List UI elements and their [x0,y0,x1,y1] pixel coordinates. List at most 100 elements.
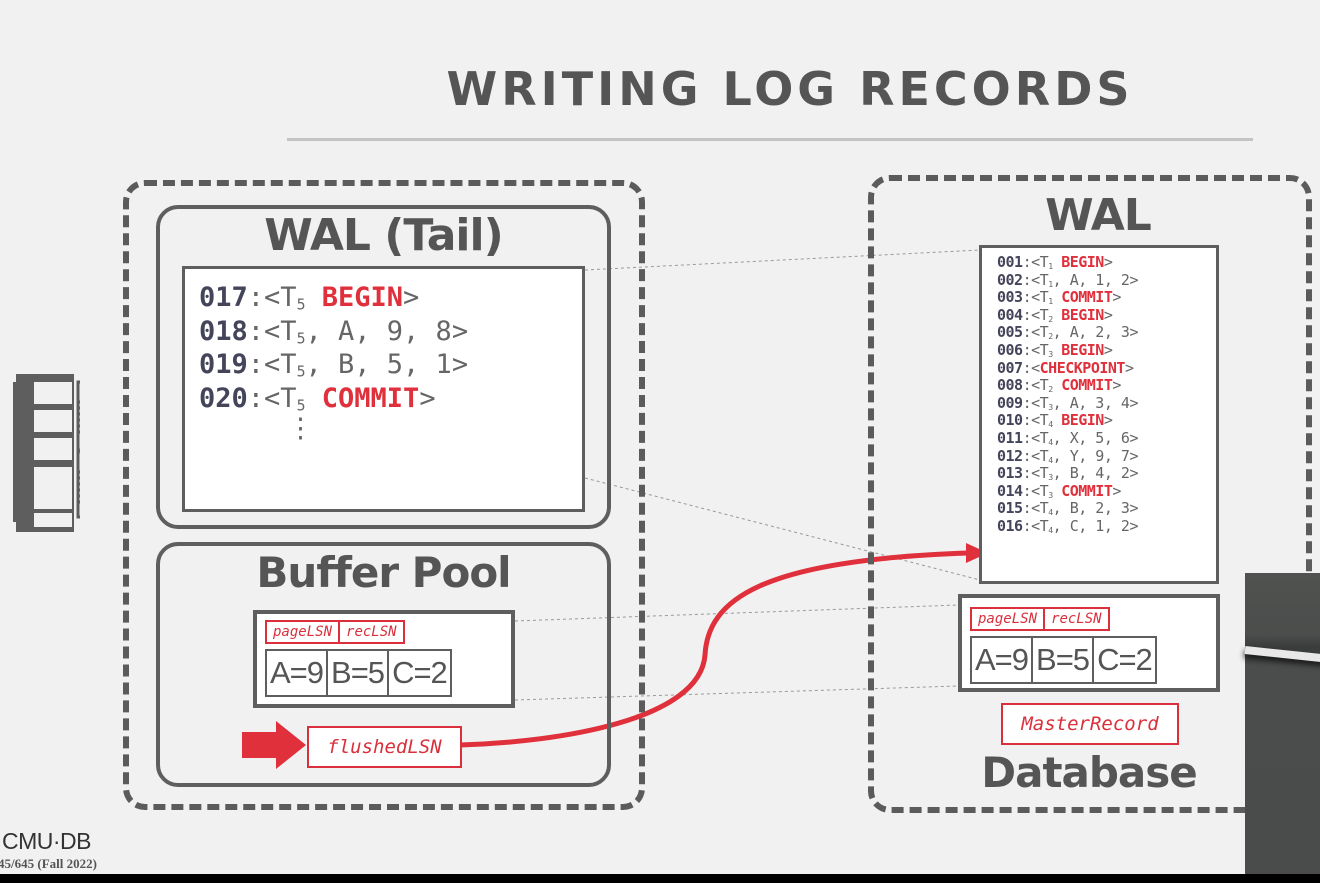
log-record: 002:<T1, A, 1, 2> [997,270,1138,289]
log-record-txn-id: 2 [1048,384,1053,395]
log-record-keyword: BEGIN [1061,411,1104,430]
log-record-lsn: 009 [997,393,1023,412]
log-record-lsn: 013 [997,464,1023,483]
disk-tuple-c: C=2 [1092,638,1155,682]
page-connector-top [514,604,959,622]
log-record: 015:<T4, B, 2, 3> [997,499,1138,518]
log-record-txn-id: 4 [1048,437,1053,447]
disk-rec-lsn-tag: recLSN [1043,609,1108,629]
log-record-txn-id: 2 [1048,313,1053,324]
log-record: 010:<T4 BEGIN> [997,411,1113,430]
disk-wal-log-page: 001:<T1 BEGIN>002:<T1, A, 1, 2>003:<T1 C… [979,245,1219,584]
page-lsn-tags: pageLSN recLSN [265,620,405,644]
log-record: 009:<T3, A, 3, 4> [997,393,1138,412]
log-continuation: ⋮ [287,413,314,444]
wal-tail-connector-bottom [584,477,981,581]
video-overlay-streak [1244,646,1320,663]
log-record-txn-id: 4 [1048,507,1053,518]
log-record-lsn: 002 [997,270,1023,289]
page-tuples: A=9 B=5 C=2 [265,649,452,697]
wal-tail-panel [156,205,611,529]
log-record: 006:<T3 BEGIN> [997,340,1113,360]
log-record-lsn: 004 [997,305,1023,324]
memory-chip-icon [13,374,80,532]
wal-tail-heading: WAL (Tail) [264,210,503,261]
log-record-args: , A, 3, 4 [1052,393,1130,412]
log-record-lsn: 001 [997,253,1023,271]
log-record-keyword: CHECKPOINT [1039,358,1126,377]
wal-tail-log-page: 017:<T5 BEGIN>018:<T5, A, 9, 8>019:<T5, … [182,266,585,512]
log-record-lsn: 016 [997,516,1023,535]
log-record: 019:<T5, B, 5, 1> [199,349,469,381]
disk-page-lsn-tag: pageLSN [978,611,1038,627]
master-record-tag: MasterRecord [1001,703,1179,745]
page-lsn-tag: pageLSN [273,624,333,640]
log-record-txn-id: 4 [1048,454,1053,465]
log-record-txn-id: 3 [1048,489,1053,500]
log-record-lsn: 011 [997,428,1023,447]
disk-page-tuples: A=9 B=5 C=2 [970,636,1157,684]
log-record-lsn: 007 [997,358,1023,377]
log-record: 018:<T5, A, 9, 8> [199,315,469,348]
flush-arrow-head [966,543,988,563]
log-record-txn-id: 5 [296,362,306,381]
log-record: 013:<T3, B, 4, 2> [997,464,1138,483]
log-record-args: , B, 4, 2 [1052,464,1130,483]
log-record: 005:<T2, A, 2, 3> [997,323,1138,342]
course-label: 45/645 (Fall 2022) [0,856,97,871]
log-record-txn-id: 3 [1048,349,1053,360]
disk-page: pageLSN recLSN A=9 B=5 C=2 [958,594,1220,692]
cmu-db-logo: CMU·DB [2,828,92,854]
log-record-lsn: 010 [997,411,1023,430]
log-record: 008:<T2 COMMIT> [997,376,1121,395]
database-heading: Database [981,748,1198,797]
log-record-args: , B, 2, 3 [1052,499,1130,518]
slide-title: WRITING LOG RECORDS [446,62,1134,116]
log-record-txn-id: 1 [1048,278,1053,289]
log-record: 001:<T1 BEGIN> [997,253,1113,272]
disk-tuple-b: B=5 [1031,638,1092,682]
log-record-lsn: 014 [997,481,1023,500]
buffer-pool-page: pageLSN recLSN A=9 B=5 C=2 [253,610,515,708]
log-record: 004:<T2 BEGIN> [997,305,1113,324]
log-record-lsn: 019 [199,349,248,380]
log-record-txn-id: 1 [1048,296,1053,307]
log-record-lsn: 015 [997,499,1023,518]
log-record: 007:<CHECKPOINT> [997,358,1134,377]
log-record-txn-id: 3 [1048,472,1053,483]
tuple-a: A=9 [270,655,324,690]
log-record: 014:<T3 COMMIT> [997,481,1121,500]
log-record-args: , A, 1, 2 [1052,270,1130,289]
log-record-keyword: COMMIT [1061,376,1113,395]
video-overlay [1244,573,1320,883]
log-record-lsn: 003 [997,288,1023,307]
log-record-txn-id: 1 [1048,261,1053,272]
log-record-args: , X, 5, 6 [1052,428,1130,447]
tuple-b: B=5 [326,651,387,695]
log-record-keyword: COMMIT [321,382,420,414]
log-record-keyword: BEGIN [1061,253,1104,271]
log-record-keyword: COMMIT [1061,288,1113,307]
bottom-letterbox [0,874,1320,883]
log-record: 020:<T5 COMMIT> [199,382,436,415]
log-record: 016:<T4, C, 1, 2> [997,516,1138,535]
log-record-args: , A, 2, 3 [1052,323,1130,342]
memory-region [123,180,645,810]
log-record-txn-id: 2 [1048,331,1053,342]
flushed-lsn-tag: flushedLSN [307,726,462,768]
log-record-lsn: 020 [199,382,248,414]
log-record-args: , B, 5, 1 [305,349,452,380]
log-record-txn-id: 5 [296,396,306,415]
log-record-txn-id: 4 [1048,419,1053,430]
tuple-c: C=2 [387,651,450,695]
log-record-lsn: 012 [997,446,1023,465]
log-record: 012:<T4, Y, 9, 7> [997,446,1138,465]
log-record: 003:<T1 COMMIT> [997,288,1121,307]
disk-region [868,175,1312,813]
disk-wal-heading: WAL [1045,190,1152,241]
log-record: 011:<T4, X, 5, 6> [997,428,1138,447]
log-record-keyword: BEGIN [1061,340,1104,359]
log-record: 017:<T5 BEGIN> [199,282,420,314]
log-record-lsn: 006 [997,340,1023,359]
